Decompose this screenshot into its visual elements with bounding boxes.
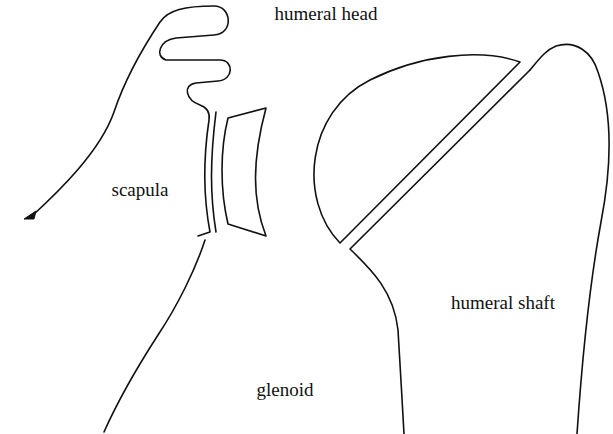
scapula-lower-border: [104, 240, 205, 432]
scapula-tip: [24, 211, 36, 219]
scapula-outline: [32, 6, 230, 236]
glenoid-cartilage: [222, 108, 266, 236]
humeral-head-outline: [314, 55, 520, 243]
part-label: humeral shaft: [451, 293, 555, 314]
part-label: scapula: [112, 180, 169, 201]
humeral-shaft-outline: [350, 70, 530, 434]
humeral-shaft-right: [530, 44, 609, 434]
part-label: humeral head: [275, 4, 378, 25]
glenoid-rim: [212, 112, 217, 232]
part-label: glenoid: [257, 380, 314, 401]
